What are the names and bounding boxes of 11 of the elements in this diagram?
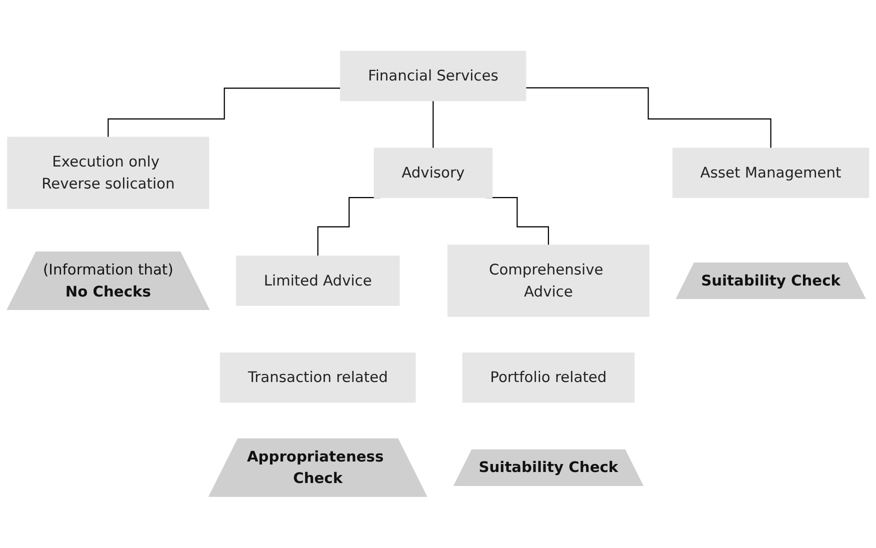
node-box: Execution only Reverse solication bbox=[7, 136, 210, 210]
connector bbox=[526, 87, 772, 149]
node-box: Advisory bbox=[374, 148, 493, 198]
node-box: Asset Management bbox=[672, 148, 870, 198]
node-box: Limited Advice bbox=[236, 256, 400, 306]
node-box: Financial Services bbox=[340, 50, 526, 102]
node-box: Comprehensive Advice bbox=[447, 244, 650, 317]
node-box: Transaction related bbox=[220, 352, 416, 403]
connector bbox=[432, 100, 434, 149]
connector bbox=[108, 88, 341, 138]
node-box: Portfolio related bbox=[462, 352, 635, 403]
